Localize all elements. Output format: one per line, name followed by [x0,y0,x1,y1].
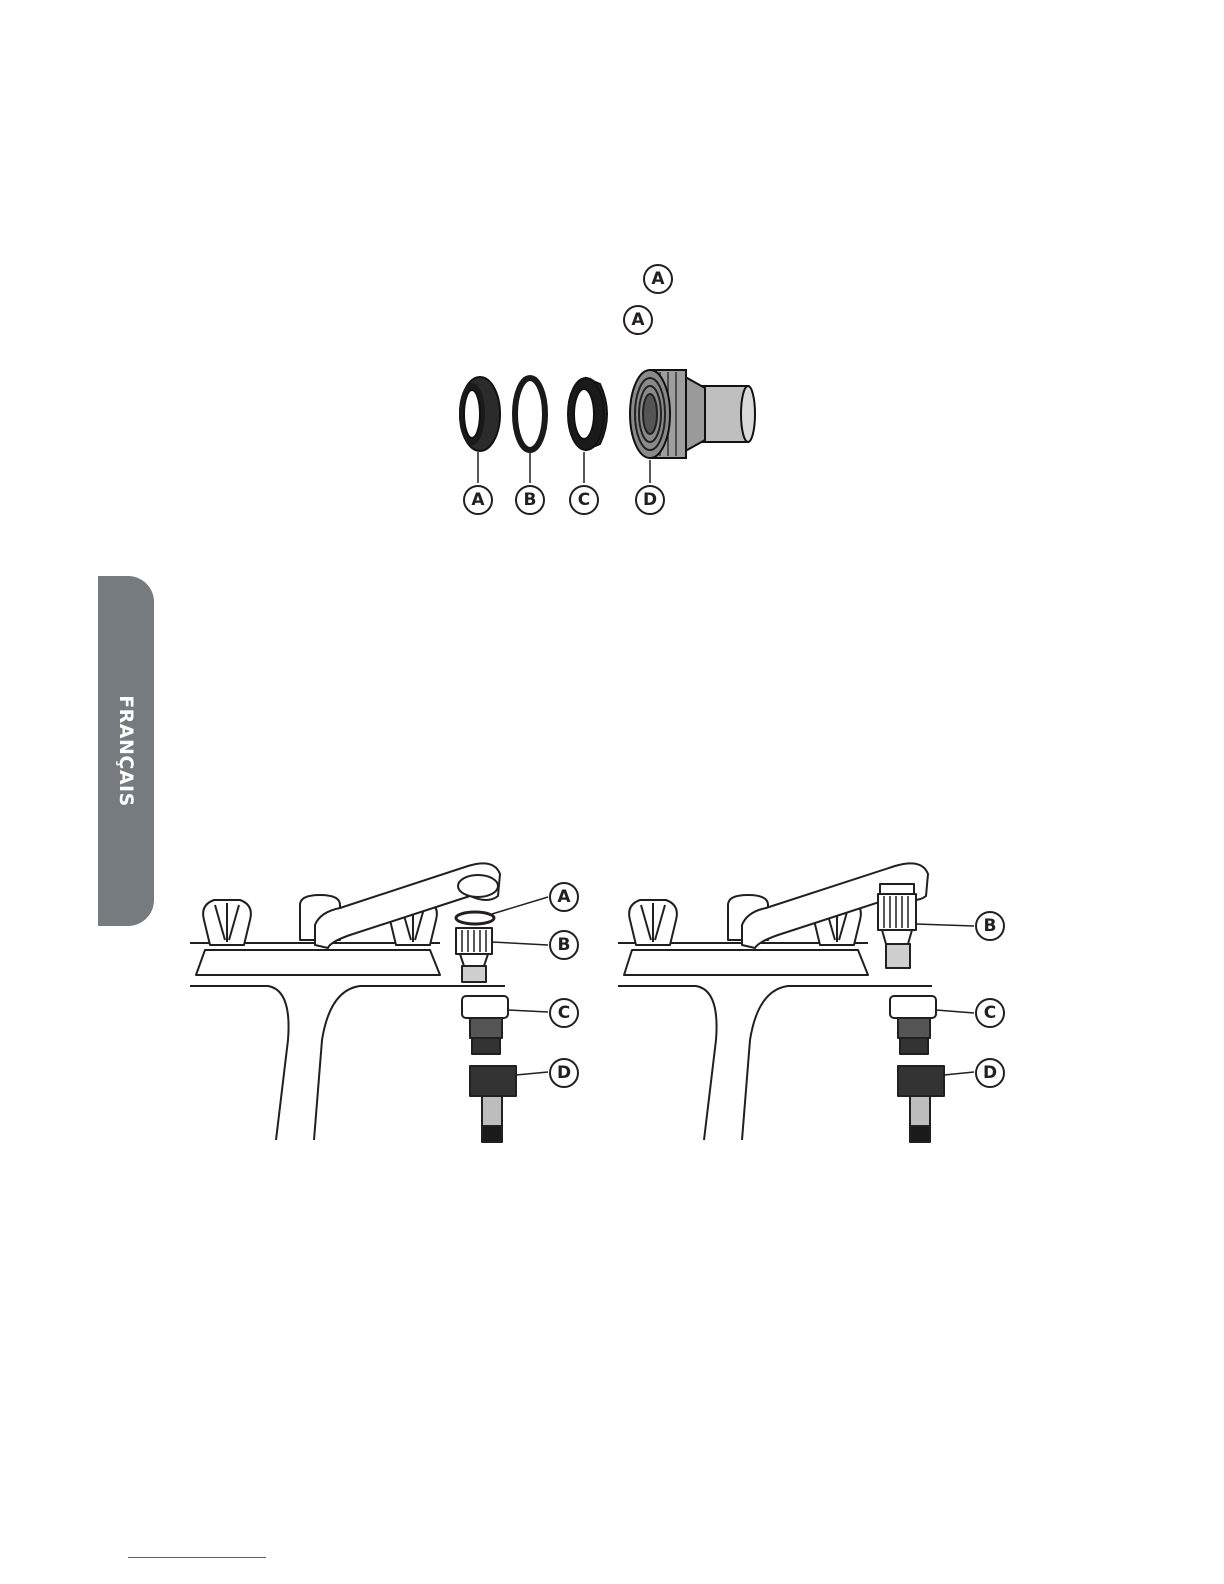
footer-rule [128,1557,266,1558]
faucet-right-label-b: B [975,911,1005,941]
faucet-left-label-b: B [549,930,579,960]
faucet-left-label-d: D [549,1058,579,1088]
faucet-right-label-c: C [975,998,1005,1028]
faucet-left-label-c: C [549,998,579,1028]
faucet-left-label-a: A [549,882,579,912]
faucet-left [190,863,548,1142]
faucet-right [618,863,974,1142]
faucet-right-label-d: D [975,1058,1005,1088]
